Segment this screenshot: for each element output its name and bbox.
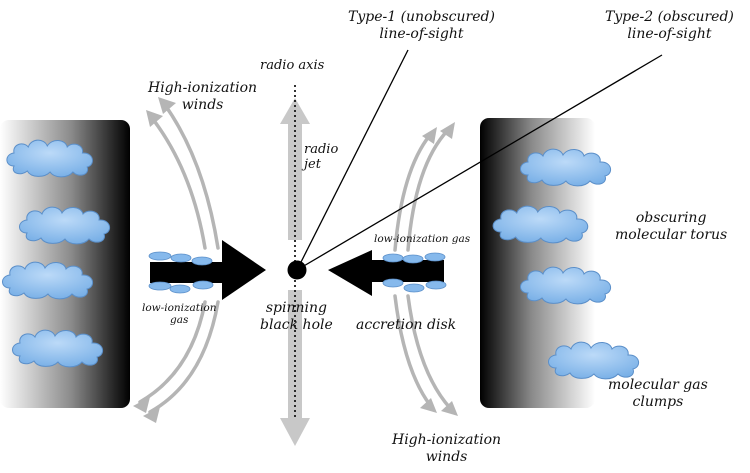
winds-right-arrowheads (420, 122, 458, 416)
cloud-right-4 (548, 341, 640, 380)
cloud-left-2 (19, 206, 111, 245)
type2-label-line1: Type-2 (obscured) (605, 9, 734, 25)
radio-jet-label: radio jet (304, 142, 338, 173)
inflow-arrow-left (150, 240, 266, 300)
cloud-right-3 (520, 266, 612, 305)
radio-axis-label: radio axis (260, 58, 325, 73)
winds-left-arrowheads (133, 97, 176, 423)
torus-line1: obscuring (635, 210, 707, 226)
low-ionization-gas-right-label: low-ionization gas (374, 233, 471, 245)
cloud-left-4 (12, 329, 104, 368)
hi-winds-bottom-line2: winds (425, 448, 468, 465)
lo-gas-left-line1: low-ionization (142, 302, 217, 314)
high-ionization-winds-top-label: High-ionization winds (148, 80, 257, 113)
type1-label: Type-1 (unobscured) line-of-sight (348, 9, 495, 42)
torus-line2: molecular torus (615, 226, 728, 243)
cloud-left-1 (6, 139, 93, 178)
low-ionization-clouds-left (148, 251, 214, 294)
black-hole (287, 260, 307, 280)
low-ionization-gas-left-label: low-ionization gas (142, 302, 216, 327)
lo-gas-left-line2: gas (170, 314, 189, 327)
type2-label: Type-2 (obscured) line-of-sight (605, 9, 734, 42)
clumps-line2: clumps (632, 393, 684, 410)
radio-jet-line1: radio (304, 142, 339, 157)
torus-label: obscuring molecular torus (615, 210, 727, 243)
type1-label-line1: Type-1 (unobscured) (348, 9, 495, 25)
hi-winds-bottom-line1: High-ionization (392, 432, 502, 448)
black-hole-line2: black hole (260, 316, 333, 333)
black-hole-line1: spinning (265, 300, 327, 316)
cloud-right-1 (520, 148, 612, 187)
radio-jet-line2: jet (304, 157, 321, 173)
black-hole-label: spinning black hole (260, 300, 333, 333)
cloud-left-3 (2, 261, 94, 300)
winds-left-arrows (138, 103, 220, 414)
type2-label-line2: line-of-sight (627, 25, 712, 42)
hi-winds-top-line1: High-ionization (148, 80, 258, 96)
torus-right (480, 118, 595, 408)
type1-label-line2: line-of-sight (379, 25, 464, 42)
high-ionization-winds-bottom-label: High-ionization winds (392, 432, 501, 465)
clumps-line1: molecular gas (608, 377, 708, 393)
accretion-disk-label: accretion disk (356, 317, 457, 333)
type1-sight-line (296, 49, 409, 271)
radio-jet-arrow (280, 98, 310, 446)
hi-winds-top-line2: winds (181, 96, 224, 113)
molecular-gas-clumps-label: molecular gas clumps (608, 377, 708, 410)
type2-sight-line (296, 54, 663, 271)
low-ionization-clouds-right (382, 252, 447, 293)
cloud-right-2 (492, 205, 589, 244)
winds-right-arrows (393, 128, 452, 410)
